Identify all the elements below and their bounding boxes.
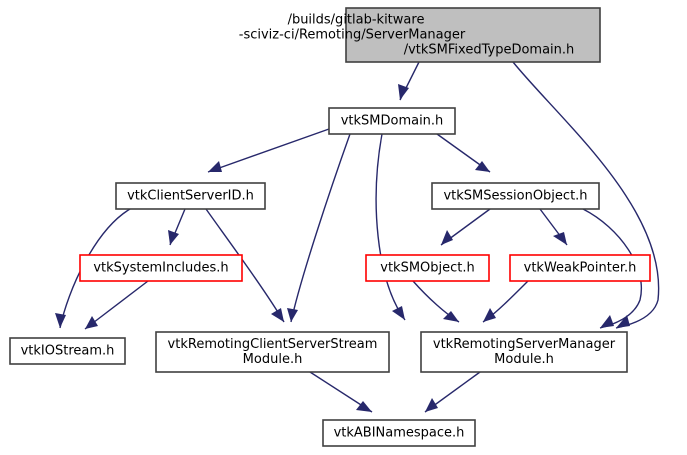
arrowhead-icon [483,308,496,322]
edge-layer [55,61,660,413]
node-box[interactable] [115,182,266,210]
node-smdomain[interactable]: vtkSMDomain.h [328,107,456,135]
edge-servermanagermodule-to-abinamespace [424,371,481,413]
edge-root-to-servermanagermodule [512,61,660,329]
node-label-line: /builds/gitlab-kitware [288,13,425,28]
node-smsessionobject[interactable]: vtkSMSessionObject.h [431,182,600,210]
node-box[interactable] [365,254,490,282]
edge-line [512,61,660,329]
node-systemincludes[interactable]: vtkSystemIncludes.h [79,254,243,282]
arrowhead-icon [168,230,179,245]
node-weakpointer[interactable]: vtkWeakPointer.h [509,254,651,282]
edge-smsessionobject-to-servermanagermodule [582,208,642,329]
node-label-line: vtkRemotingClientServerStream [168,337,378,352]
node-layer: /builds/gitlab-kitware-sciviz-ci/Remotin… [9,7,651,447]
arrowhead-icon [475,161,490,172]
node-label-line: vtkWeakPointer.h [524,261,637,276]
node-label-line: vtkRemotingServerManager [433,337,616,352]
node-box[interactable] [431,182,600,210]
arrowhead-icon [616,315,630,328]
node-iostream[interactable]: vtkIOStream.h [9,337,126,365]
edge-line [207,128,330,173]
edge-systemincludes-to-iostream [84,280,149,330]
edge-weakpointer-to-servermanagermodule [482,280,529,323]
edge-smsessionobject-to-smobject [440,208,491,246]
edge-smobject-to-servermanagermodule [412,280,460,323]
node-box[interactable] [155,331,390,373]
arrowhead-icon [398,84,409,100]
arrowhead-icon [271,308,284,322]
edge-smdomain-to-clientserverstream [287,133,351,323]
edge-clientserverid-to-systemincludes [168,208,186,246]
node-label-line: vtkSMObject.h [380,261,475,276]
node-label-line: vtkSMSessionObject.h [443,189,587,204]
node-label-line: vtkIOStream.h [21,344,115,359]
edge-line [84,280,149,330]
edge-clientserverid-to-clientserverstream [205,208,285,323]
node-label-line: Module.h [243,352,303,367]
node-abinamespace[interactable]: vtkABINamespace.h [322,419,476,447]
edge-smdomain-to-clientserverid [207,128,330,173]
arrowhead-icon [392,306,405,320]
arrowhead-icon [441,230,453,245]
edge-line [582,208,642,329]
arrowhead-icon [208,161,222,172]
edge-clientserverstream-to-abinamespace [309,371,373,413]
edge-smdomain-to-smsessionobject [436,133,491,173]
arrowhead-icon [287,308,298,322]
node-box[interactable] [345,7,601,63]
node-box[interactable] [420,331,628,373]
node-box[interactable] [79,254,243,282]
arrowhead-icon [85,316,98,329]
arrowhead-icon [443,311,459,322]
edge-line [375,133,406,321]
edge-smdomain-to-servermanagermodule [375,133,406,321]
arrowhead-icon [425,398,438,412]
node-box[interactable] [322,419,476,447]
node-root[interactable]: /builds/gitlab-kitware-sciviz-ci/Remotin… [239,7,601,63]
node-label-line: vtkABINamespace.h [334,426,465,441]
arrowhead-icon [55,313,66,328]
node-label-line: vtkSMDomain.h [341,114,444,129]
node-box[interactable] [328,107,456,135]
edge-line [290,133,351,323]
node-smobject[interactable]: vtkSMObject.h [365,254,490,282]
edge-smsessionobject-to-weakpointer [539,208,568,246]
arrowhead-icon [356,401,372,412]
arrowhead-icon [600,315,614,328]
node-label-line: -sciviz-ci/Remoting/ServerManager [239,28,466,43]
node-label-line: Module.h [494,352,554,367]
edge-root-to-smdomain [398,61,420,101]
node-box[interactable] [9,337,126,365]
node-label-line: /vtkSMFixedTypeDomain.h [404,43,575,58]
node-clientserverid[interactable]: vtkClientServerID.h [115,182,266,210]
node-label-line: vtkSystemIncludes.h [93,261,228,276]
node-box[interactable] [509,254,651,282]
node-label-line: vtkClientServerID.h [127,189,254,204]
arrowhead-icon [553,232,567,245]
